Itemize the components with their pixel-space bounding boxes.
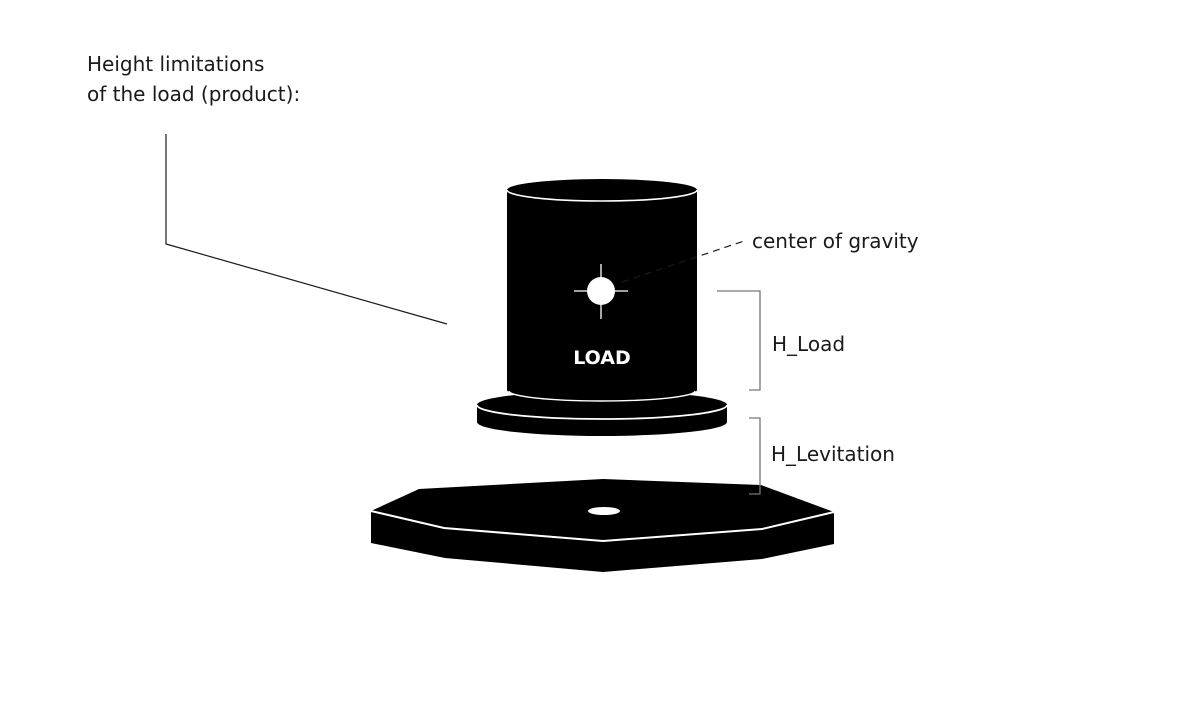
h-levitation-bracket: [749, 417, 761, 495]
base-disc-body: [477, 391, 727, 436]
title-leader-line: [165, 134, 448, 325]
platform-top-edge: [370, 510, 835, 543]
levitation-platform: [370, 479, 835, 572]
h-load-label: H_Load: [772, 332, 845, 356]
base-disc-top-edge: [476, 404, 728, 420]
h-levitation-label: H_Levitation: [771, 442, 895, 466]
platform-center-hole: [588, 507, 620, 515]
center-of-gravity-marker: [574, 264, 628, 319]
center-of-gravity-dot: [587, 277, 615, 305]
cylinder-top-edge: [506, 189, 698, 202]
cylinder-bottom-edge: [508, 390, 696, 402]
platform-body: [371, 479, 834, 572]
center-of-gravity-label: center of gravity: [752, 229, 919, 253]
h-load-bracket: [717, 290, 761, 391]
title-line-2: of the load (product):: [87, 82, 300, 106]
load-base-disc: [476, 391, 728, 436]
load-label: LOAD: [573, 347, 631, 369]
cog-leader-line: [621, 240, 745, 283]
title-line-1: Height limitations: [87, 52, 264, 76]
